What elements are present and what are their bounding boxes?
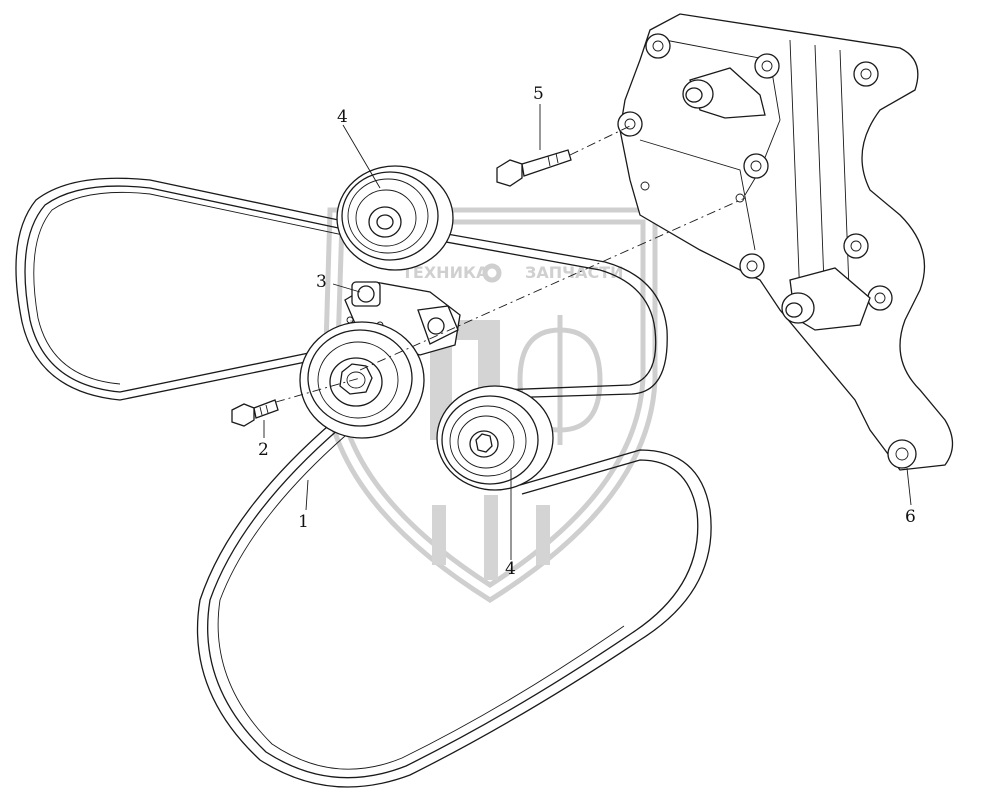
long-bolt — [496, 149, 572, 187]
watermark-text-left: ТЕХНИКА — [402, 263, 489, 282]
callout-tensioner: 3 — [316, 272, 327, 292]
callout-belt: 1 — [298, 512, 309, 532]
belt-upper-loop — [15, 177, 424, 401]
mounting-bracket — [617, 13, 954, 471]
callout-bolt-long: 5 — [533, 84, 544, 104]
watermark-text-right: ЗАПЧАСТИ — [525, 263, 624, 282]
callout-bracket: 6 — [905, 507, 916, 527]
upper-idler-pulley — [336, 165, 454, 271]
callout-bolt-small: 2 — [258, 440, 269, 460]
belt-lower-loop — [196, 419, 712, 788]
leader-lines — [263, 104, 912, 560]
lower-idler-pulley — [436, 385, 554, 491]
belt-upper-run — [379, 222, 668, 399]
assembly-axis-lines — [275, 125, 746, 403]
callout-pulley-upper: 4 — [337, 107, 348, 127]
callout-pulley-lower: 4 — [505, 559, 516, 579]
small-bolt — [231, 399, 279, 427]
tensioner-pulley — [299, 321, 425, 439]
